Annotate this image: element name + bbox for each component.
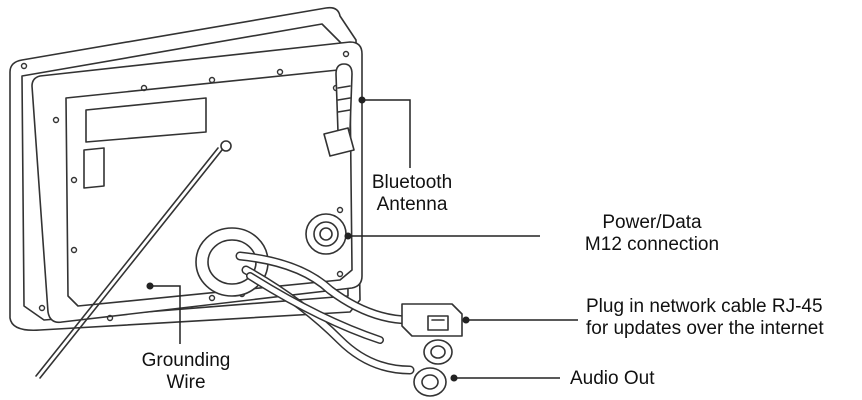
audio-out-label: Audio Out xyxy=(570,368,655,390)
audio-out-connector xyxy=(413,367,447,397)
bluetooth-label-line2: Antenna xyxy=(376,194,448,215)
network-cable-label: Plug in network cable RJ-45 for updates … xyxy=(586,296,824,340)
power-label-line1: Power/Data xyxy=(602,212,702,233)
rca-connector xyxy=(423,339,453,365)
audio-label-line1: Audio Out xyxy=(570,368,655,389)
front-bezel xyxy=(9,6,361,332)
power-label-line2: M12 connection xyxy=(584,234,720,255)
network-label-line2: for updates over the internet xyxy=(586,318,824,339)
grounding-wire xyxy=(35,147,223,379)
ground-leader xyxy=(150,285,181,344)
antenna-body xyxy=(335,63,353,133)
label-plate-small xyxy=(83,147,105,189)
m12-connector xyxy=(305,213,347,255)
antenna-base xyxy=(323,127,355,157)
bluetooth-leader xyxy=(362,99,411,168)
power-data-label: Power/Data M12 connection xyxy=(552,212,752,256)
bezel-inner-edge xyxy=(21,23,349,321)
grounding-wire-label: Grounding Wire xyxy=(126,350,246,394)
network-label-line1: Plug in network cable RJ-45 xyxy=(586,296,823,317)
bluetooth-label-line1: Bluetooth xyxy=(371,172,453,193)
ground-post xyxy=(220,140,232,152)
bluetooth-antenna-label: Bluetooth Antenna xyxy=(352,172,472,216)
ground-label-line1: Grounding xyxy=(141,350,231,371)
ground-label-line2: Wire xyxy=(166,372,206,393)
label-plate-large xyxy=(85,97,207,143)
